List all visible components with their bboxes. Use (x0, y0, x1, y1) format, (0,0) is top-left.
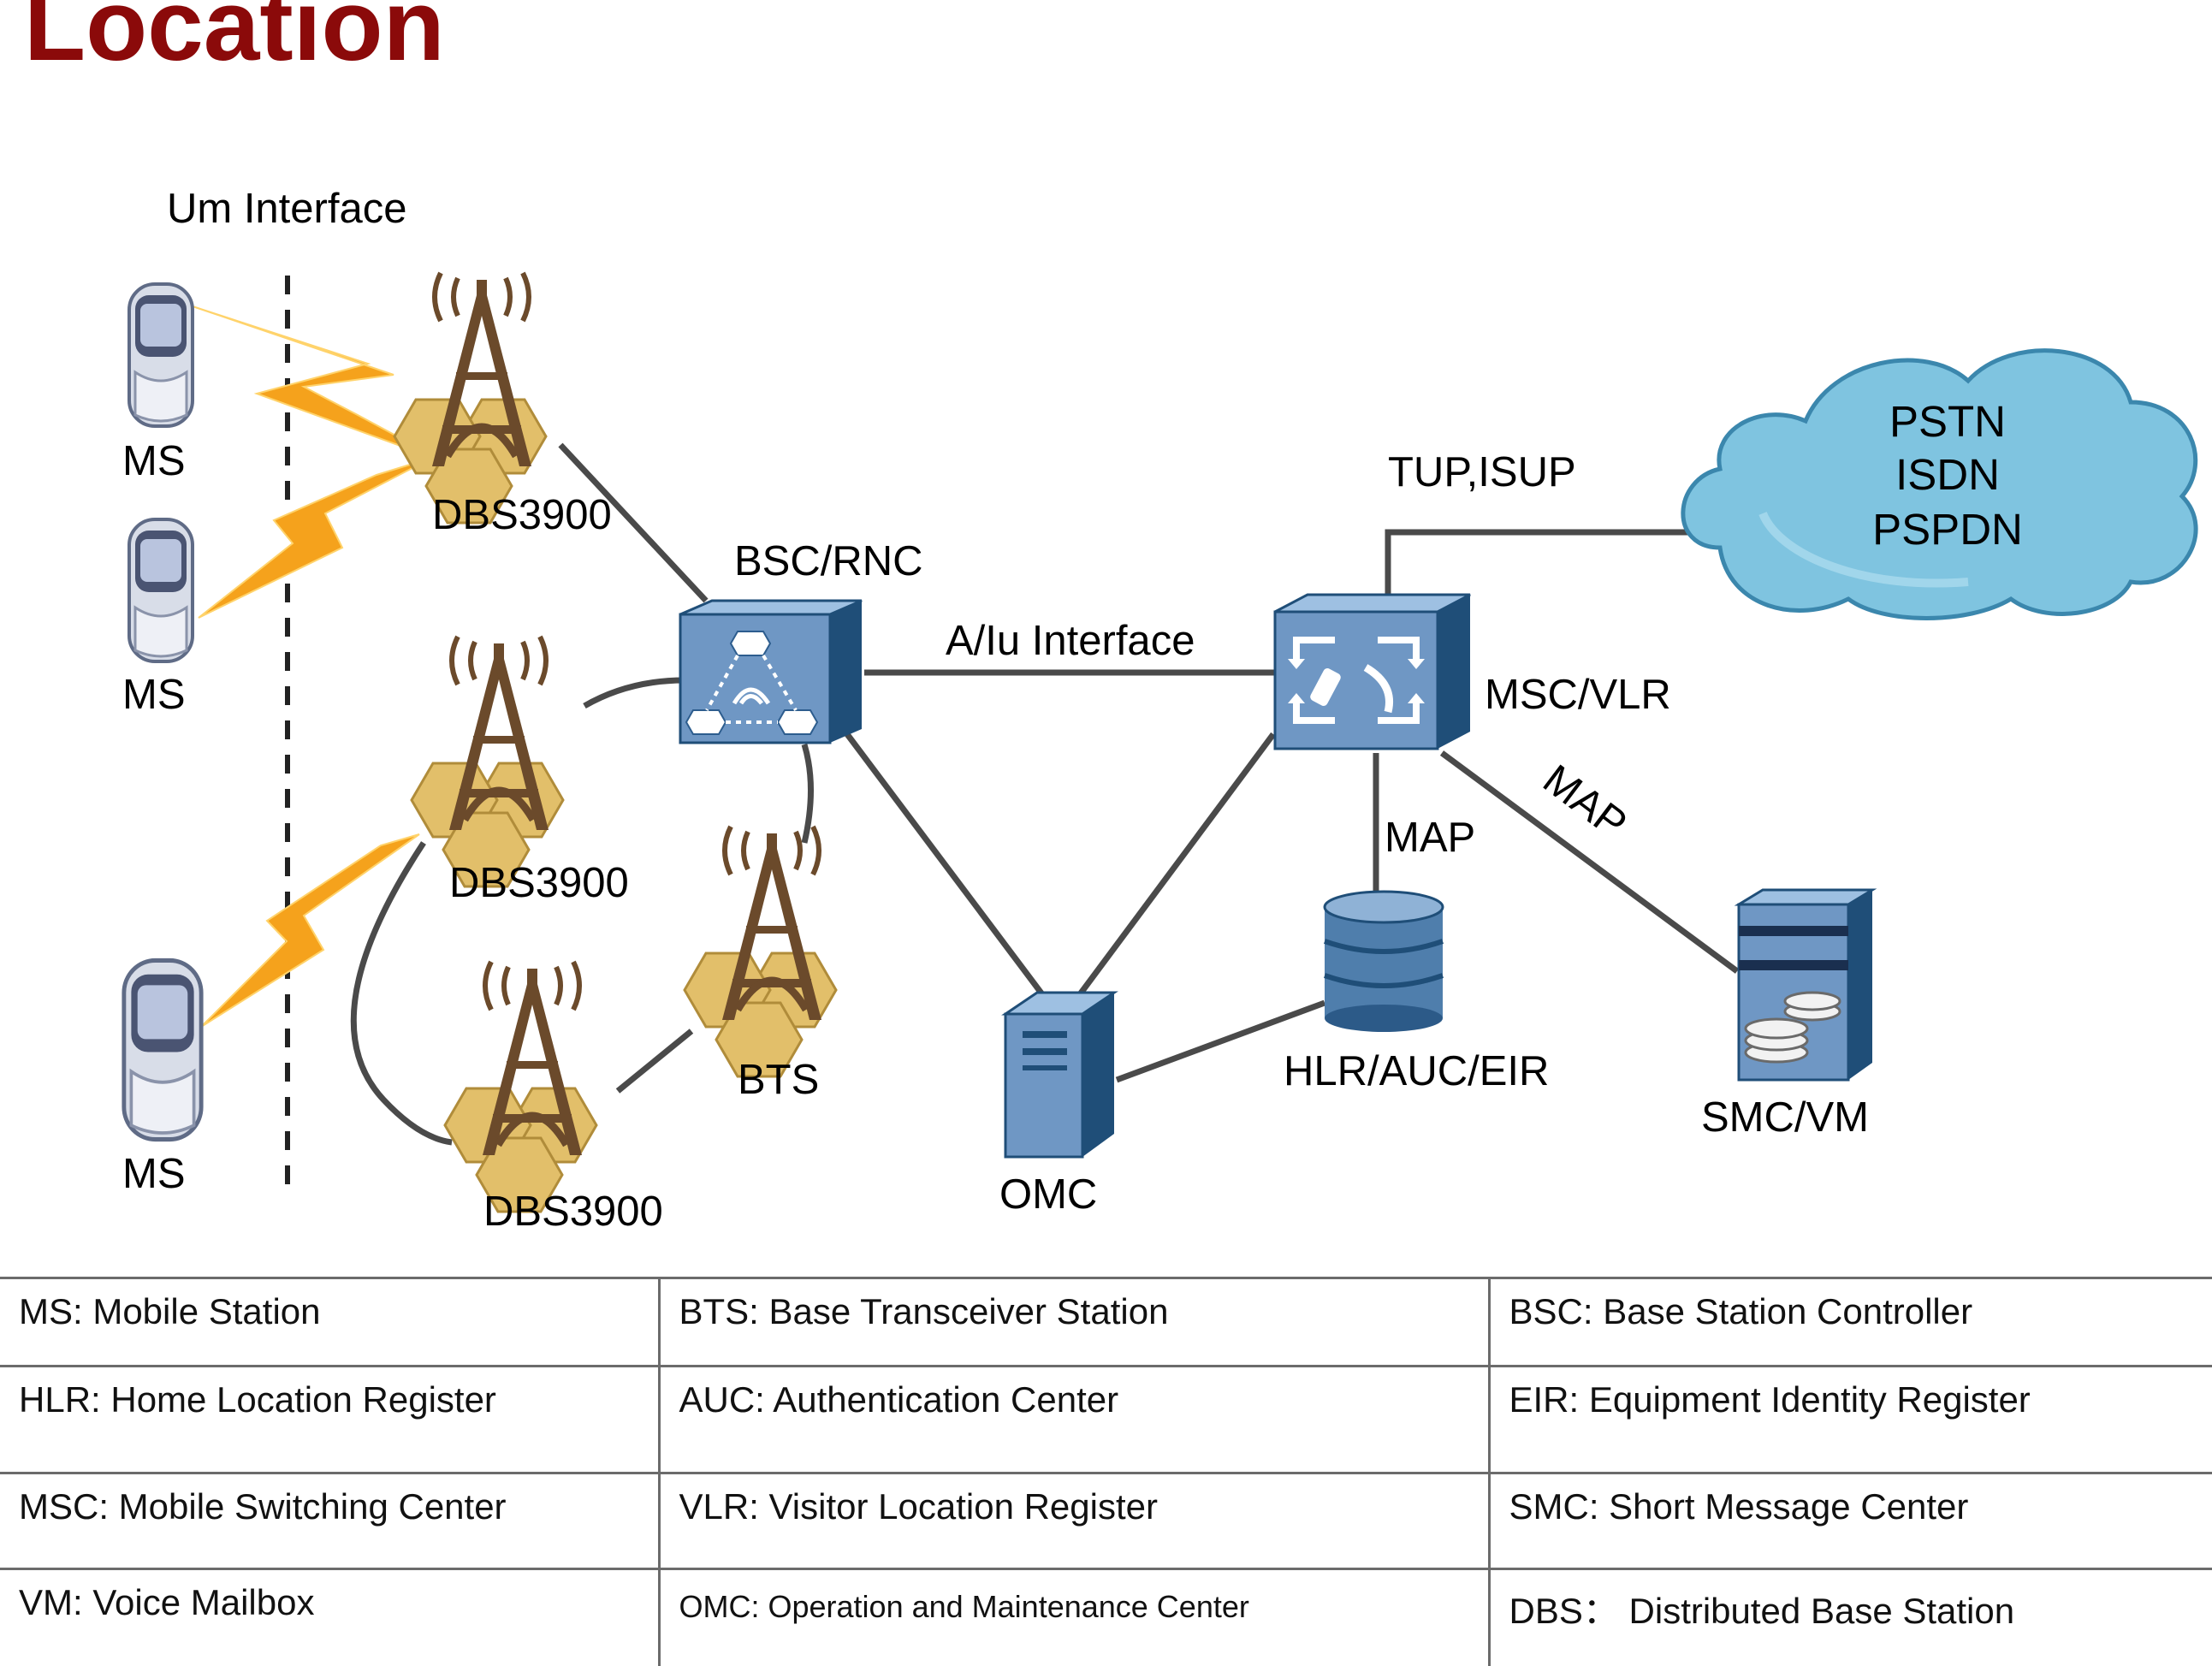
legend-cell: DBS： Distributed Base Station (1489, 1569, 2212, 1666)
legend-cell: OMC: Operation and Maintenance Center (659, 1569, 1489, 1666)
mobile-phone-icon (129, 519, 193, 661)
legend-cell: HLR: Home Location Register (0, 1367, 659, 1473)
legend-cell: AUC: Authentication Center (659, 1367, 1489, 1473)
bsc-rnc-switch-icon (680, 601, 862, 743)
omc-label: OMC (999, 1171, 1097, 1218)
map-label: MAP (1385, 815, 1475, 861)
ms-label: MS (122, 438, 186, 484)
dbs3900-label: DBS3900 (432, 492, 612, 538)
antenna-tower-icon (445, 962, 596, 1212)
antenna-tower-icon (685, 827, 836, 1076)
smc-vm-label: SMC/VM (1701, 1094, 1869, 1141)
legend-cell: VM: Voice Mailbox (0, 1569, 659, 1666)
legend-row: HLR: Home Location Register AUC: Authent… (0, 1367, 2212, 1473)
link-dbs2-bsc (584, 680, 685, 706)
legend-cell: BTS: Base Transceiver Station (659, 1278, 1489, 1367)
um-interface-label: Um Interface (167, 186, 406, 232)
msc-switch-icon (1275, 595, 1470, 749)
legend-cell: BSC: Base Station Controller (1489, 1278, 2212, 1367)
link-dbs2-dbs3 (353, 843, 452, 1142)
msc-vlr-label: MSC/VLR (1485, 672, 1671, 718)
hlr-auc-eir-label: HLR/AUC/EIR (1284, 1048, 1549, 1094)
ms-label: MS (122, 672, 186, 718)
legend-row: MS: Mobile Station BTS: Base Transceiver… (0, 1278, 2212, 1367)
mobile-phone-icon (124, 960, 201, 1139)
link-dbs3-bts (618, 1031, 691, 1091)
legend-cell: EIR: Equipment Identity Register (1489, 1367, 2212, 1473)
bsc-rnc-label: BSC/RNC (734, 538, 923, 584)
network-architecture-diagram: PSTN ISDN PSPDN Um Interface MS MS MS DB… (0, 0, 2212, 1277)
legend-cell: MSC: Mobile Switching Center (0, 1473, 659, 1569)
legend-cell: VLR: Visitor Location Register (659, 1473, 1489, 1569)
link-bsc-bts (804, 744, 811, 843)
antenna-tower-icon (412, 637, 563, 886)
legend-row: MSC: Mobile Switching Center VLR: Visito… (0, 1473, 2212, 1569)
link-msc-omc (1080, 734, 1273, 994)
link-bsc-omc (847, 734, 1042, 994)
legend-cell: MS: Mobile Station (0, 1278, 659, 1367)
cloud-line-pstn: PSTN (1889, 397, 2006, 446)
bts-label: BTS (738, 1057, 819, 1103)
tup-isup-label: TUP,ISUP (1388, 449, 1576, 495)
ms-label: MS (122, 1151, 186, 1197)
dbs3900-label: DBS3900 (449, 860, 629, 906)
cloud-line-pspdn: PSPDN (1872, 505, 2023, 554)
link-msc-cloud (1388, 532, 1703, 595)
antenna-tower-icon (394, 273, 546, 523)
a-iu-interface-label: A/Iu Interface (946, 618, 1195, 664)
server-icon (1005, 993, 1114, 1157)
mobile-phone-icon (129, 284, 193, 426)
abbreviation-legend-table: MS: Mobile Station BTS: Base Transceiver… (0, 1277, 2212, 1666)
server-icon (1739, 890, 1872, 1080)
dbs3900-label: DBS3900 (483, 1189, 663, 1235)
legend-cell: SMC: Short Message Center (1489, 1473, 2212, 1569)
legend-row: VM: Voice Mailbox OMC: Operation and Mai… (0, 1569, 2212, 1666)
cloud-line-isdn: ISDN (1895, 450, 2000, 499)
database-icon (1325, 892, 1443, 1032)
